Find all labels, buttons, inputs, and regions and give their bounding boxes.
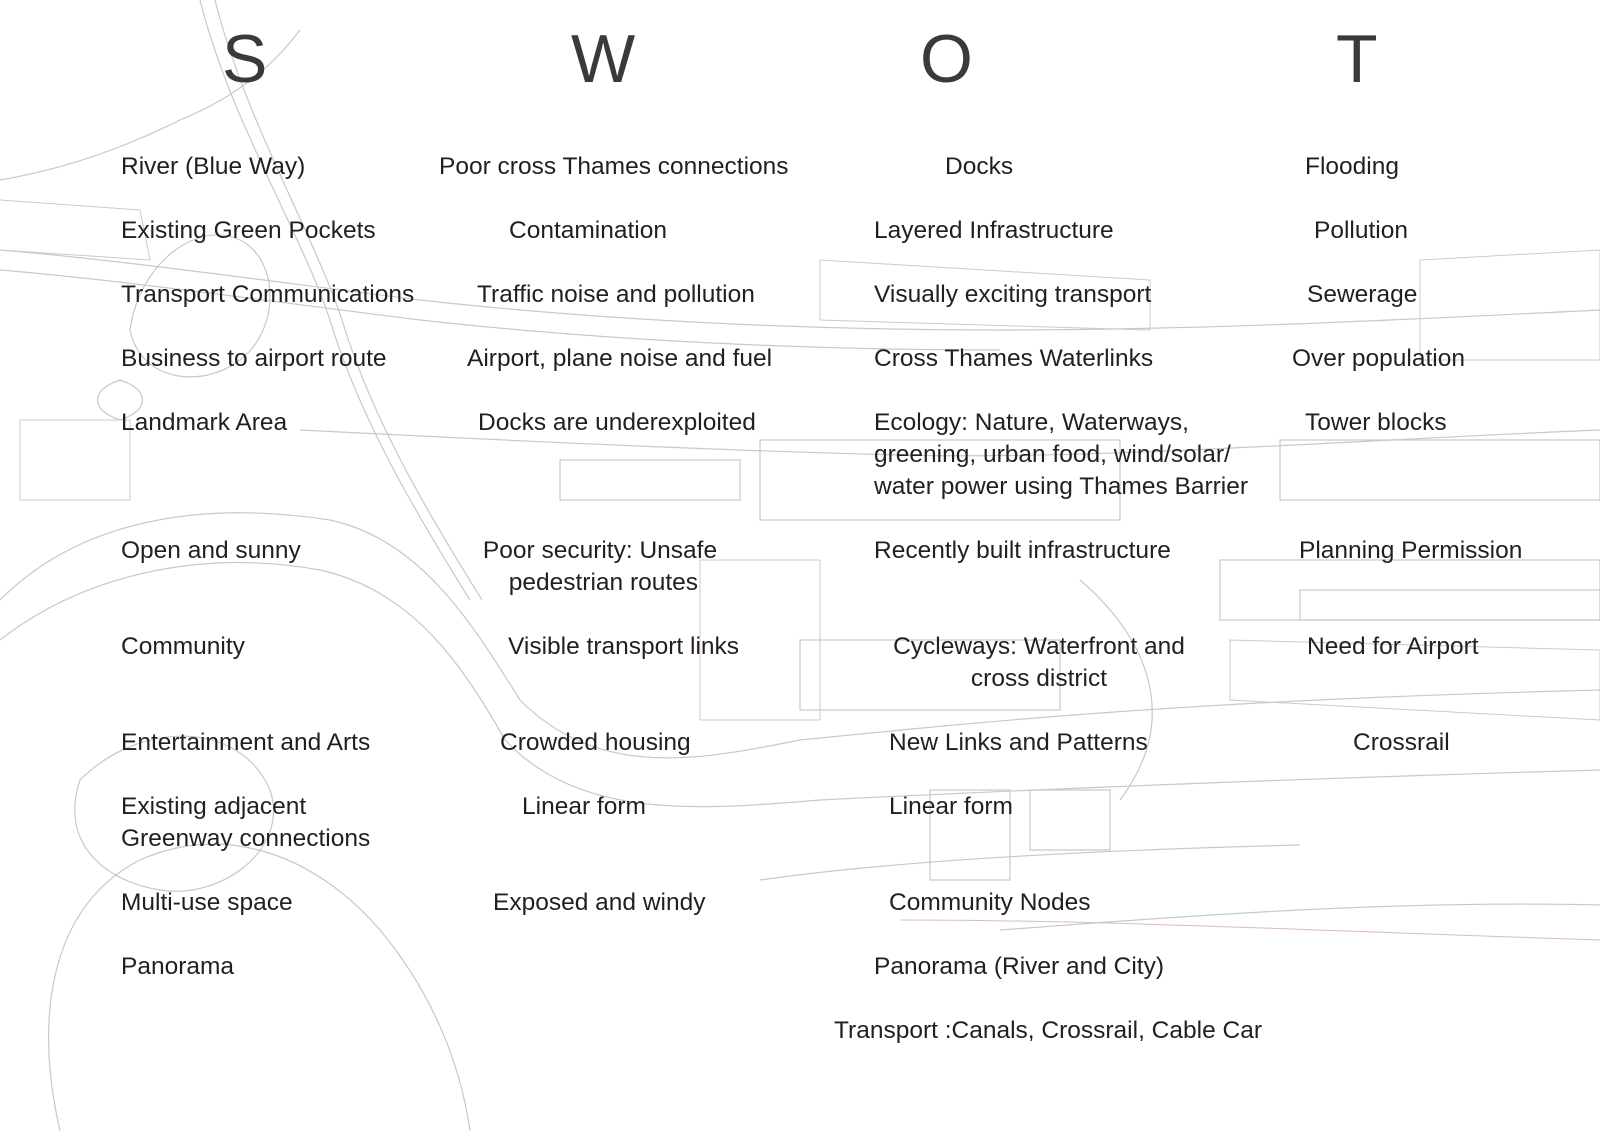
opportunity-item: Panorama (River and City)	[874, 953, 1165, 980]
strength-item: Multi-use space	[121, 889, 293, 916]
weakness-item: Linear form	[522, 793, 646, 820]
strength-item: Landmark Area	[121, 409, 288, 436]
opportunity-item: Cross Thames Waterlinks	[874, 345, 1154, 372]
strength-item: Community	[121, 633, 245, 660]
strength-item: River (Blue Way)	[121, 153, 306, 180]
opportunity-item: Docks	[945, 153, 1014, 180]
heading-threats: T	[1336, 21, 1378, 97]
threat-item: Sewerage	[1307, 281, 1418, 308]
heading-strengths: S	[222, 21, 268, 97]
strength-item: Business to airport route	[121, 345, 387, 372]
heading-weaknesses: W	[571, 21, 636, 97]
opportunity-item: Visually exciting transport	[874, 281, 1152, 308]
opportunity-item: Ecology: Nature, Waterways, greening, ur…	[874, 409, 1249, 500]
strength-item: Existing adjacent Greenway connections	[121, 793, 371, 852]
opportunity-item: Linear form	[889, 793, 1013, 820]
weakness-item: Docks are underexploited	[478, 409, 756, 436]
weakness-item: Crowded housing	[500, 729, 691, 756]
strength-item: Open and sunny	[121, 537, 301, 564]
threat-item: Need for Airport	[1307, 633, 1479, 660]
opportunity-item: Community Nodes	[889, 889, 1091, 916]
weakness-item: Poor security: Unsafe pedestrian routes	[482, 537, 718, 596]
weakness-item: Contamination	[509, 217, 667, 244]
opportunity-item: Transport :Canals, Crossrail, Cable Car	[834, 1017, 1262, 1044]
weakness-item: Visible transport links	[508, 633, 740, 660]
strength-item: Panorama	[121, 953, 235, 980]
threat-item: Flooding	[1305, 153, 1399, 180]
threat-item: Crossrail	[1353, 729, 1450, 756]
strength-item: Entertainment and Arts	[121, 729, 371, 756]
strength-item: Existing Green Pockets	[121, 217, 376, 244]
threat-item: Planning Permission	[1299, 537, 1523, 564]
opportunity-item: Recently built infrastructure	[874, 537, 1171, 564]
weakness-item: Poor cross Thames connections	[439, 153, 789, 180]
strength-item: Transport Communications	[121, 281, 415, 308]
weakness-item: Exposed and windy	[493, 889, 706, 916]
threat-item: Over population	[1292, 345, 1465, 372]
opportunity-item: New Links and Patterns	[889, 729, 1148, 756]
opportunity-item: Cycleways: Waterfront and cross district	[893, 633, 1185, 692]
threat-item: Tower blocks	[1305, 409, 1447, 436]
weakness-item: Airport, plane noise and fuel	[467, 345, 773, 372]
heading-opportunities: O	[920, 21, 973, 97]
threat-item: Pollution	[1314, 217, 1408, 244]
opportunity-item: Layered Infrastructure	[874, 217, 1114, 244]
weakness-item: Traffic noise and pollution	[477, 281, 755, 308]
